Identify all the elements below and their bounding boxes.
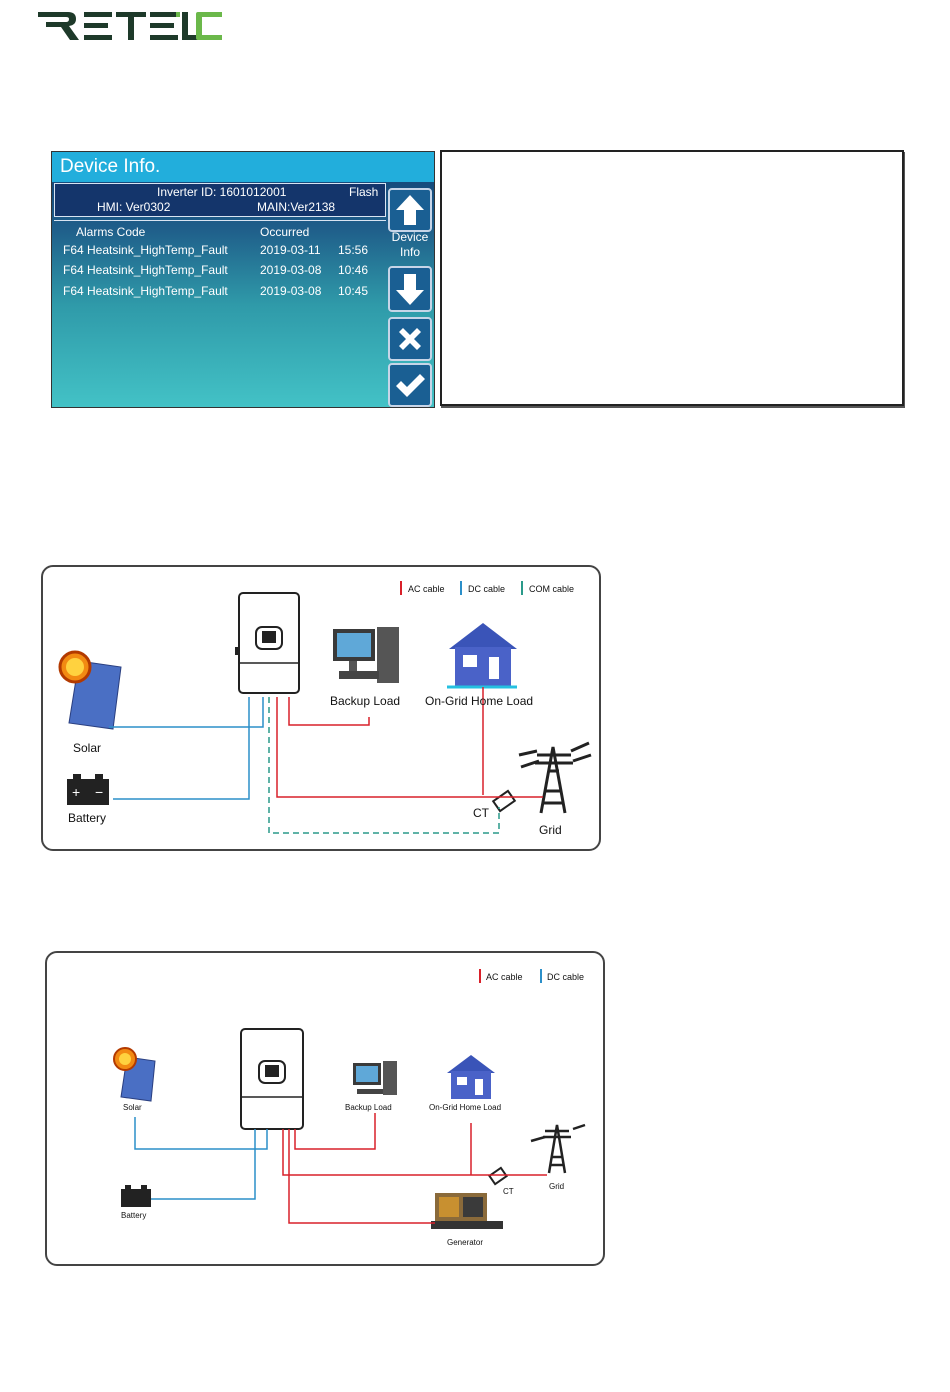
device-info-label: Device Info xyxy=(386,230,434,260)
inverter-icon xyxy=(240,1028,304,1130)
up-arrow-icon xyxy=(396,195,424,225)
cancel-button[interactable] xyxy=(388,317,432,361)
wiring-diagram-2-graphic xyxy=(113,969,586,1229)
close-icon xyxy=(399,328,421,350)
wiring-diagram-2: AC cable DC cable Solar Battery Backup L… xyxy=(45,951,605,1266)
device-label-line2: Info xyxy=(399,245,420,259)
legend-ac: AC cable xyxy=(486,972,523,982)
alarm-time: 15:56 xyxy=(338,243,369,257)
home-load-label: On-Grid Home Load xyxy=(425,694,534,708)
solar-panel-icon xyxy=(58,650,122,730)
alarm-date: 2019-03-08 xyxy=(260,263,322,277)
ct-label: CT xyxy=(473,806,489,820)
generator-label: Generator xyxy=(447,1238,484,1247)
alarm-code: F64 Heatsink_HighTemp_Fault xyxy=(63,243,228,257)
hmi-version: HMI: Ver0302 xyxy=(97,200,171,214)
occurred-header: Occurred xyxy=(260,225,310,239)
generator-icon xyxy=(431,1193,503,1229)
device-label-line1: Device xyxy=(391,230,429,244)
alarms-table: Alarms Code Occurred F64 Heatsink_HighTe… xyxy=(54,220,386,406)
legend-com: COM cable xyxy=(529,584,575,594)
grid-tower-icon xyxy=(518,741,592,814)
svg-text:+: + xyxy=(72,784,80,800)
battery-icon xyxy=(121,1185,151,1207)
confirm-button[interactable] xyxy=(388,363,432,407)
wiring-diagram-1-graphic: + − xyxy=(58,581,592,834)
alarm-date: 2019-03-11 xyxy=(260,243,321,257)
ct-sensor-icon xyxy=(488,1166,508,1186)
alarm-date: 2019-03-08 xyxy=(260,284,322,298)
battery-icon: + − xyxy=(67,774,109,805)
computer-icon xyxy=(333,627,399,683)
house-icon xyxy=(447,1055,495,1099)
notes-box xyxy=(440,150,904,406)
version-panel: Inverter ID: 1601012001 Flash HMI: Ver03… xyxy=(54,183,386,217)
legend-dc: DC cable xyxy=(468,584,506,594)
inverter-icon xyxy=(235,592,300,694)
alarm-code: F64 Heatsink_HighTemp_Fault xyxy=(63,263,228,277)
svg-text:−: − xyxy=(95,784,103,800)
device-info-screen: Device Info. Inverter ID: 1601012001 Fla… xyxy=(51,151,435,408)
grid-tower-icon xyxy=(530,1123,586,1174)
solar-label: Solar xyxy=(73,741,102,755)
ct-sensor-icon xyxy=(491,789,517,813)
scroll-down-button[interactable] xyxy=(388,266,432,312)
house-icon xyxy=(447,623,517,689)
alarms-code-header: Alarms Code xyxy=(76,225,146,239)
legend-ac: AC cable xyxy=(408,584,445,594)
wiring-diagram-1: + − xyxy=(41,565,601,851)
grid-label: Grid xyxy=(539,823,562,837)
backup-load-label: Backup Load xyxy=(345,1103,392,1112)
down-arrow-icon xyxy=(396,274,424,305)
alarm-time: 10:46 xyxy=(338,263,369,277)
scroll-up-button[interactable] xyxy=(388,188,432,232)
home-load-label: On-Grid Home Load xyxy=(429,1103,502,1112)
alarm-time: 10:45 xyxy=(338,284,369,298)
battery-label: Battery xyxy=(68,811,107,825)
solar-panel-icon xyxy=(113,1047,156,1102)
brand-logo xyxy=(36,4,226,44)
screen-title: Device Info. xyxy=(52,152,434,182)
inverter-id: Inverter ID: 1601012001 xyxy=(157,185,287,199)
ct-label: CT xyxy=(503,1187,514,1196)
retelec-logo-graphic xyxy=(38,12,222,40)
solar-label: Solar xyxy=(123,1103,142,1112)
main-version: MAIN:Ver2138 xyxy=(257,200,336,214)
flash-label: Flash xyxy=(349,185,379,199)
alarm-code: F64 Heatsink_HighTemp_Fault xyxy=(63,284,228,298)
computer-icon xyxy=(353,1061,397,1095)
battery-label: Battery xyxy=(121,1211,147,1220)
backup-load-label: Backup Load xyxy=(330,694,401,708)
check-icon xyxy=(396,374,425,397)
legend-dc: DC cable xyxy=(547,972,585,982)
grid-label: Grid xyxy=(549,1182,565,1191)
